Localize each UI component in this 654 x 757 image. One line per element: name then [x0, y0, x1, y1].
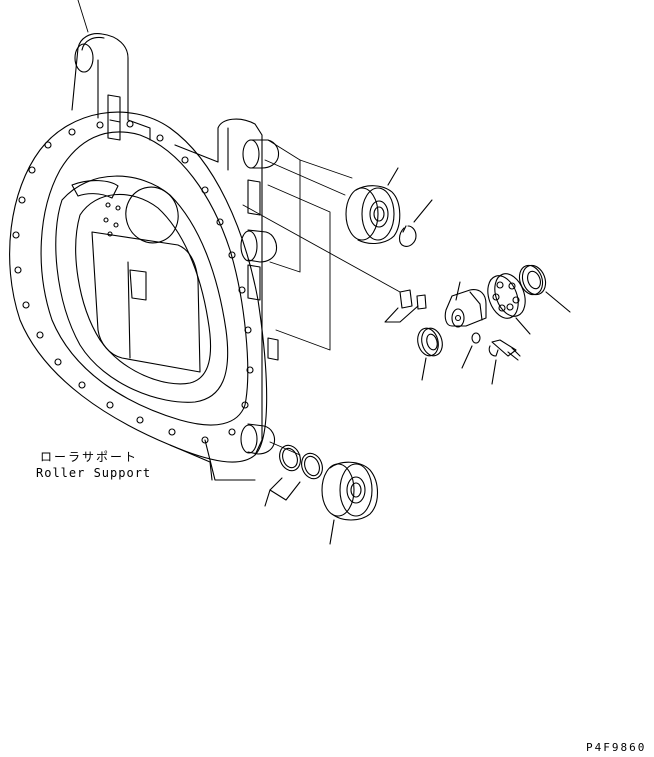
upper-shaft-stub [250, 140, 279, 168]
roller-support-housing [10, 34, 279, 480]
bolt [489, 340, 520, 384]
assembly-lines [78, 0, 400, 455]
inner-block [130, 270, 146, 300]
flange-bolt-holes [13, 121, 253, 443]
center-bore-inner [76, 194, 211, 383]
lower-seal-rings [265, 442, 326, 506]
side-plate [175, 119, 262, 455]
inner-flange-ring [41, 132, 248, 425]
lock-washer [462, 333, 480, 368]
retainer-plate [482, 270, 530, 334]
lower-bearing [322, 462, 378, 544]
eccentric-block [445, 282, 486, 327]
right-seal-ring [516, 262, 570, 312]
top-arm [72, 34, 150, 140]
drawing-code: P4F9860 [586, 741, 647, 754]
middle-washer [415, 326, 446, 380]
arm-pin [75, 44, 93, 72]
small-hole-cluster [104, 203, 120, 236]
snap-ring [400, 200, 433, 246]
shims [385, 290, 426, 322]
middle-shaft-stub [248, 230, 277, 262]
center-bore-outer [56, 176, 228, 402]
part-name-japanese: ローラサポート [40, 450, 139, 464]
window-opening [92, 232, 200, 372]
top-access-hole [120, 181, 185, 249]
upper-bearing [346, 168, 400, 243]
part-name-english: Roller Support [36, 466, 152, 480]
lower-shaft-stub [248, 424, 275, 454]
